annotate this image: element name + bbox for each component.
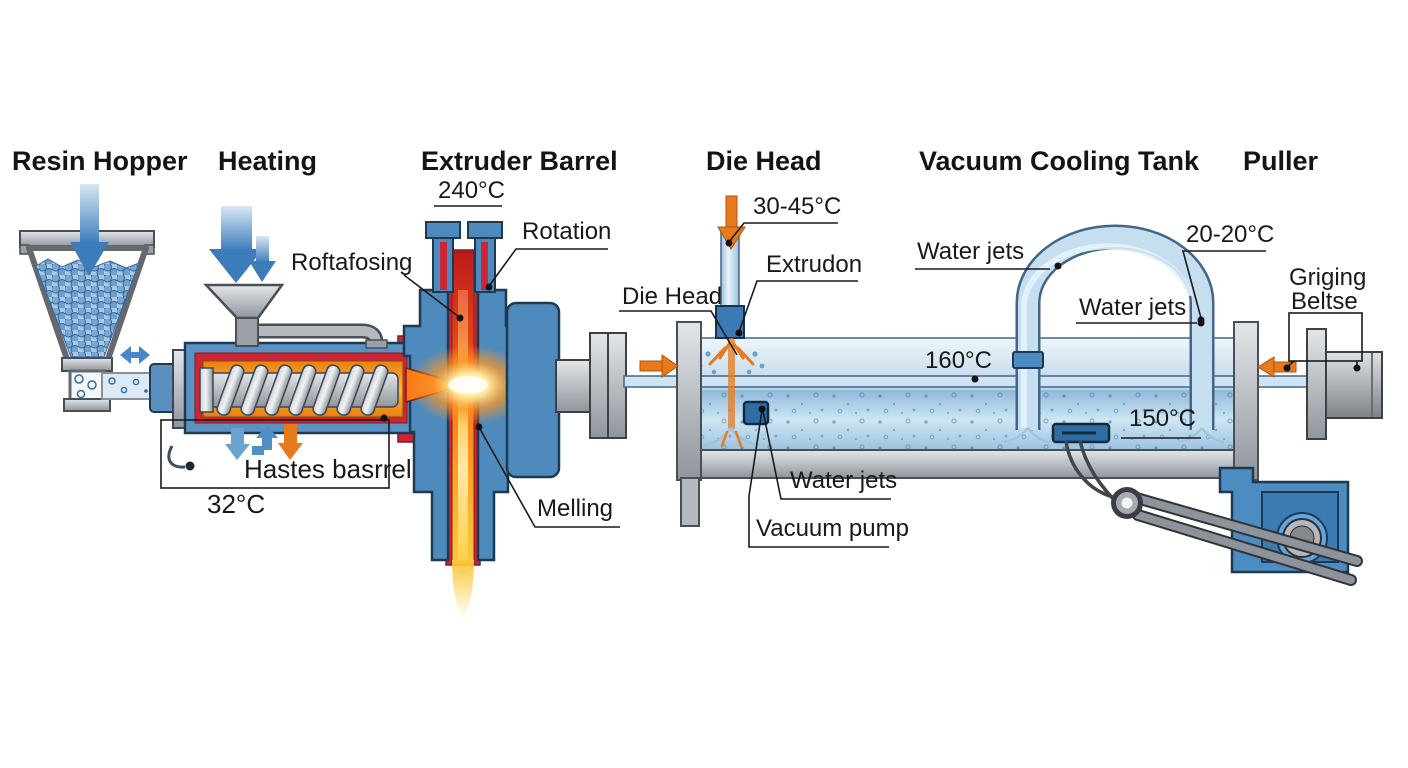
melt-flame xyxy=(405,251,532,620)
leader-lines xyxy=(160,205,1363,548)
label-die-temp-range: 30-45°C xyxy=(753,193,842,220)
label-barrel-temp: 240°C xyxy=(438,177,505,204)
title-die-head: Die Head xyxy=(706,146,822,176)
label-feed-temp: 32°C xyxy=(207,489,266,519)
label-water-jets-right: Water jets xyxy=(1079,294,1187,321)
label-gripping-belt-line1: Griging xyxy=(1289,264,1367,291)
label-cooling-water-temp: 20-20°C xyxy=(1186,221,1275,248)
title-extruder-barrel: Extruder Barrel xyxy=(421,146,618,176)
label-rotation: Rotation xyxy=(522,218,612,245)
label-vacuum-pump: Vacuum pump xyxy=(756,515,909,542)
label-tank-temp-front: 160°C xyxy=(925,347,992,374)
flow-arrow-into-tank-icon xyxy=(639,354,679,378)
die-top-posts xyxy=(425,221,503,293)
label-extrudate: Extrudon xyxy=(766,251,863,278)
title-puller: Puller xyxy=(1243,146,1319,176)
label-heated-barrel: Hastes basrrel xyxy=(244,454,412,484)
resin-hopper-graphic xyxy=(19,230,155,412)
label-tank-temp-rear: 150°C xyxy=(1129,405,1196,432)
label-water-jets-top: Water jets xyxy=(917,238,1025,265)
arch-valve-collar xyxy=(1012,351,1044,369)
shuttle-arrow-icon xyxy=(120,346,150,364)
drive-shaft-graphic xyxy=(505,301,627,479)
belt-drive-graphic xyxy=(1064,440,1363,586)
screw-flights xyxy=(216,364,389,416)
leader-dots xyxy=(185,239,1361,471)
belt-rods xyxy=(1127,491,1363,586)
barrel-cooling-arrows-icon xyxy=(225,424,303,460)
title-vacuum-cooling-tank: Vacuum Cooling Tank xyxy=(919,146,1200,176)
water-arch-pipe xyxy=(1003,224,1225,444)
label-feed-callout: Roftafosing xyxy=(291,249,413,276)
label-melting: Melling xyxy=(537,495,614,522)
label-gripping-belt-line2: Beltse xyxy=(1291,288,1358,315)
cooling-tank-graphic xyxy=(623,224,1313,527)
down-arrow-icon xyxy=(70,184,109,276)
puller-graphic xyxy=(1306,328,1383,440)
feed-funnel-graphic xyxy=(203,283,388,349)
title-heating: Heating xyxy=(218,146,318,176)
title-resin-hopper: Resin Hopper xyxy=(12,146,188,176)
label-water-jets-bottom: Water jets xyxy=(790,467,898,494)
label-die-head-callout: Die Head xyxy=(622,283,723,310)
die-crosshead-graphic xyxy=(402,221,532,620)
pulley-wheel xyxy=(1111,487,1143,519)
heating-arrows-icon xyxy=(209,206,276,283)
